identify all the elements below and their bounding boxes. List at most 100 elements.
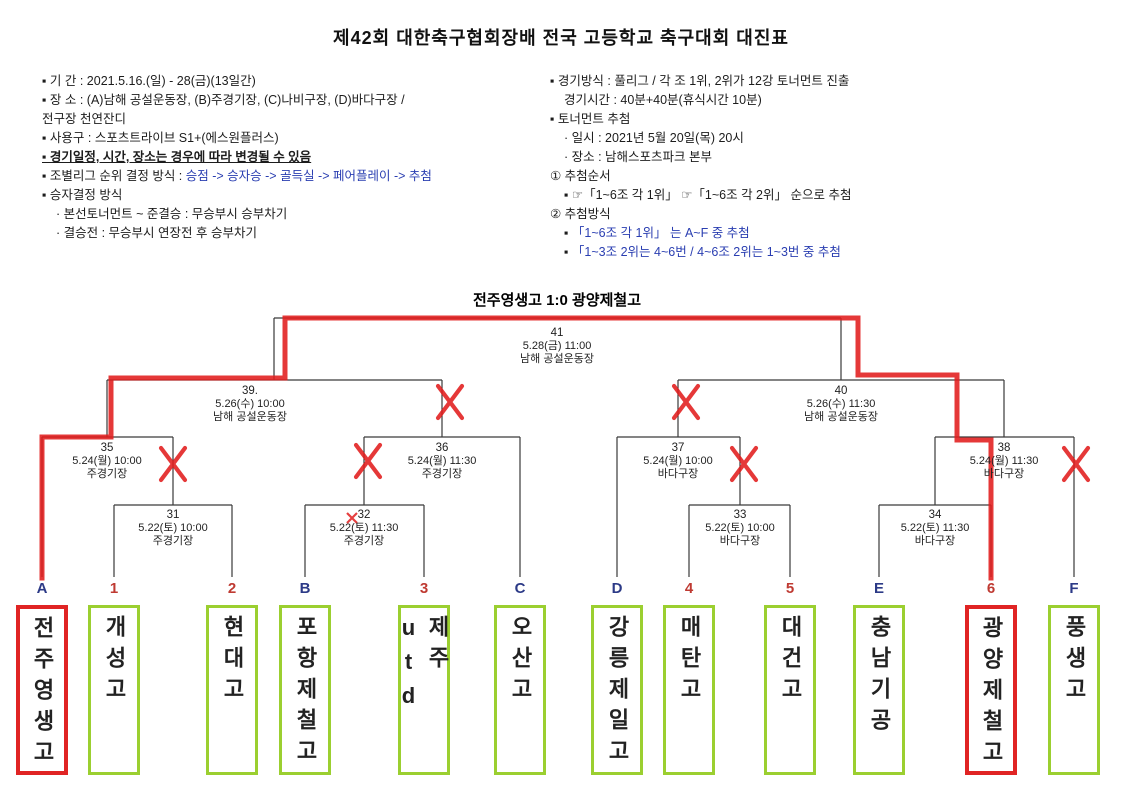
- match-label-41: 41 5.28(금) 11:00 남해 공설운동장: [487, 327, 627, 366]
- winner-path-line: [39, 315, 994, 581]
- match-number: 38: [997, 442, 1011, 454]
- match-datetime: 5.24(월) 11:30: [969, 455, 1039, 467]
- match-datetime: 5.24(월) 10:00: [643, 455, 713, 467]
- info-line: ▪ ☞「1~6조 각 1위」 ☞「1~6조 각 2위」 순으로 추첨: [550, 186, 1090, 205]
- info-line: ▪ 기 간 : 2021.5.16.(일) - 28(금)(13일간): [42, 72, 547, 91]
- match-datetime: 5.22(토) 10:00: [705, 522, 775, 534]
- team-box-gaeseong: 개성고: [88, 605, 140, 775]
- info-line: ▪ 조별리그 순위 결정 방식 : 승점 -> 승자승 -> 골득실 -> 페어…: [42, 167, 547, 186]
- match-venue: 남해 공설운동장: [213, 411, 287, 423]
- info-text: ▪ 승자결정 방식: [42, 188, 123, 202]
- match-label-32: 32 5.22(토) 11:30 주경기장: [294, 509, 434, 548]
- info-text: ① 추첨순서: [550, 169, 611, 183]
- slot-label-C: C: [514, 580, 526, 597]
- match-number: 36: [435, 442, 449, 454]
- match-number: 33: [733, 509, 747, 521]
- final-result-text: 전주영생고 1:0 광양제철고: [472, 292, 641, 309]
- team-name: 개성고: [102, 615, 127, 708]
- elimination-x-mark: [435, 383, 465, 421]
- match-label-39: 39. 5.26(수) 10:00 남해 공설운동장: [180, 385, 320, 424]
- match-label-35: 35 5.24(월) 10:00 주경기장: [37, 442, 177, 481]
- match-number: 40: [834, 385, 848, 397]
- elimination-x-mark: [1061, 445, 1091, 483]
- match-datetime: 5.26(수) 11:30: [806, 398, 876, 410]
- team-name: 풍생고: [1062, 615, 1087, 708]
- info-line: 경기시간 : 40분+40분(휴식시간 10분): [550, 91, 1090, 110]
- info-text: ② 추첨방식: [550, 207, 611, 221]
- slot-label-F: F: [1069, 580, 1079, 597]
- info-line: · 장소 : 남해스포츠파크 본부: [550, 148, 1090, 167]
- info-line: · 본선토너먼트 ~ 준결승 : 무승부시 승부차기: [42, 205, 547, 224]
- team-box-pohang-jecheol: 포항제철고: [279, 605, 331, 775]
- info-line: ▪ 장 소 : (A)남해 공설운동장, (B)주경기장, (C)나비구장, (…: [42, 91, 547, 110]
- info-line: ▪ 「1~6조 각 1위」 는 A~F 중 추첨: [550, 224, 1090, 243]
- elimination-x-mark: [671, 383, 701, 421]
- match-datetime: 5.22(토) 11:30: [900, 522, 970, 534]
- team-name: 매탄고: [677, 615, 702, 708]
- match-venue: 남해 공설운동장: [520, 353, 594, 365]
- info-text: ▪ ☞「1~6조 각 1위」 ☞「1~6조 각 2위」 순으로 추첨: [564, 188, 852, 202]
- match-venue: 바다구장: [719, 535, 761, 547]
- match-label-37: 37 5.24(월) 10:00 바다구장: [608, 442, 748, 481]
- info-text-blue: 「1~6조 각 1위」 는 A~F 중 추첨: [571, 226, 750, 240]
- match-venue: 주경기장: [421, 468, 463, 480]
- info-line: ▪ 경기방식 : 풀리그 / 각 조 1위, 2위가 12강 토너먼트 진출: [550, 72, 1090, 91]
- team-name: 광양제철고: [979, 616, 1004, 771]
- info-text: ▪ 토너먼트 추첨: [550, 112, 631, 126]
- match-label-34: 34 5.22(토) 11:30 바다구장: [865, 509, 1005, 548]
- match-number: 32: [357, 509, 371, 521]
- slot-label-4: 4: [684, 580, 694, 597]
- info-text: ▪ 경기방식 : 풀리그 / 각 조 1위, 2위가 12강 토너먼트 진출: [550, 74, 850, 88]
- team-box-osan: 오산고: [494, 605, 546, 775]
- info-column-left: ▪ 기 간 : 2021.5.16.(일) - 28(금)(13일간) ▪ 장 …: [42, 72, 547, 243]
- match-datetime: 5.24(월) 10:00: [72, 455, 142, 467]
- slot-label-B: B: [299, 580, 311, 597]
- page-title: 제42회 대한축구협회장배 전국 고등학교 축구대회 대진표: [333, 28, 789, 48]
- match-label-33: 33 5.22(토) 10:00 바다구장: [670, 509, 810, 548]
- info-line: ② 추첨방식: [550, 205, 1090, 224]
- match-number: 31: [166, 509, 180, 521]
- info-text: ▪ 기 간 : 2021.5.16.(일) - 28(금)(13일간): [42, 74, 256, 88]
- team-name: 제주utd: [396, 615, 450, 717]
- small-red-x-mark: [346, 512, 358, 524]
- match-datetime: 5.28(금) 11:00: [522, 340, 592, 352]
- slot-label-2: 2: [227, 580, 237, 597]
- match-venue: 남해 공설운동장: [804, 411, 878, 423]
- slot-label-E: E: [873, 580, 884, 597]
- team-name: 오산고: [508, 615, 533, 708]
- match-venue: 주경기장: [86, 468, 128, 480]
- info-text: · 일시 : 2021년 5월 20일(목) 20시: [564, 131, 744, 145]
- match-number: 34: [928, 509, 942, 521]
- info-text: ▪: [564, 226, 572, 240]
- match-datetime: 5.26(수) 10:00: [215, 398, 285, 410]
- slot-label-1: 1: [109, 580, 119, 597]
- info-text: · 장소 : 남해스포츠파크 본부: [564, 150, 713, 164]
- info-line: ▪ 경기일정, 시간, 장소는 경우에 따라 변경될 수 있음: [42, 148, 547, 167]
- match-label-40: 40 5.26(수) 11:30 남해 공설운동장: [771, 385, 911, 424]
- match-venue: 주경기장: [343, 535, 385, 547]
- match-number: 39.: [242, 385, 258, 397]
- elimination-x-mark: [353, 442, 383, 480]
- team-box-jeonju-yeongsaeng: 전주영생고: [16, 605, 68, 775]
- team-box-pungsaeng: 풍생고: [1048, 605, 1100, 775]
- info-text: ▪ 조별리그 순위 결정 방식 :: [42, 169, 186, 183]
- match-number: 37: [671, 442, 685, 454]
- slot-label-5: 5: [785, 580, 795, 597]
- info-line: · 일시 : 2021년 5월 20일(목) 20시: [550, 129, 1090, 148]
- match-venue: 바다구장: [914, 535, 956, 547]
- info-text: 전구장 천연잔디: [42, 112, 126, 126]
- team-box-maetan: 매탄고: [663, 605, 715, 775]
- match-label-31: 31 5.22(토) 10:00 주경기장: [103, 509, 243, 548]
- match-datetime: 5.24(월) 11:30: [407, 455, 477, 467]
- slot-label-D: D: [611, 580, 623, 597]
- team-box-jeju-utd: 제주utd: [396, 605, 450, 775]
- team-name: 현대고: [220, 615, 245, 708]
- team-box-chungnam-gigong: 충남기공: [853, 605, 905, 775]
- info-line: ▪ 「1~3조 2위는 4~6번 / 4~6조 2위는 1~3번 중 추첨: [550, 243, 1090, 262]
- team-name: 전주영생고: [30, 616, 55, 771]
- info-text: ▪: [564, 245, 572, 259]
- team-name: 대건고: [778, 615, 803, 708]
- info-text: · 본선토너먼트 ~ 준결승 : 무승부시 승부차기: [56, 207, 288, 221]
- info-line: ▪ 토너먼트 추첨: [550, 110, 1090, 129]
